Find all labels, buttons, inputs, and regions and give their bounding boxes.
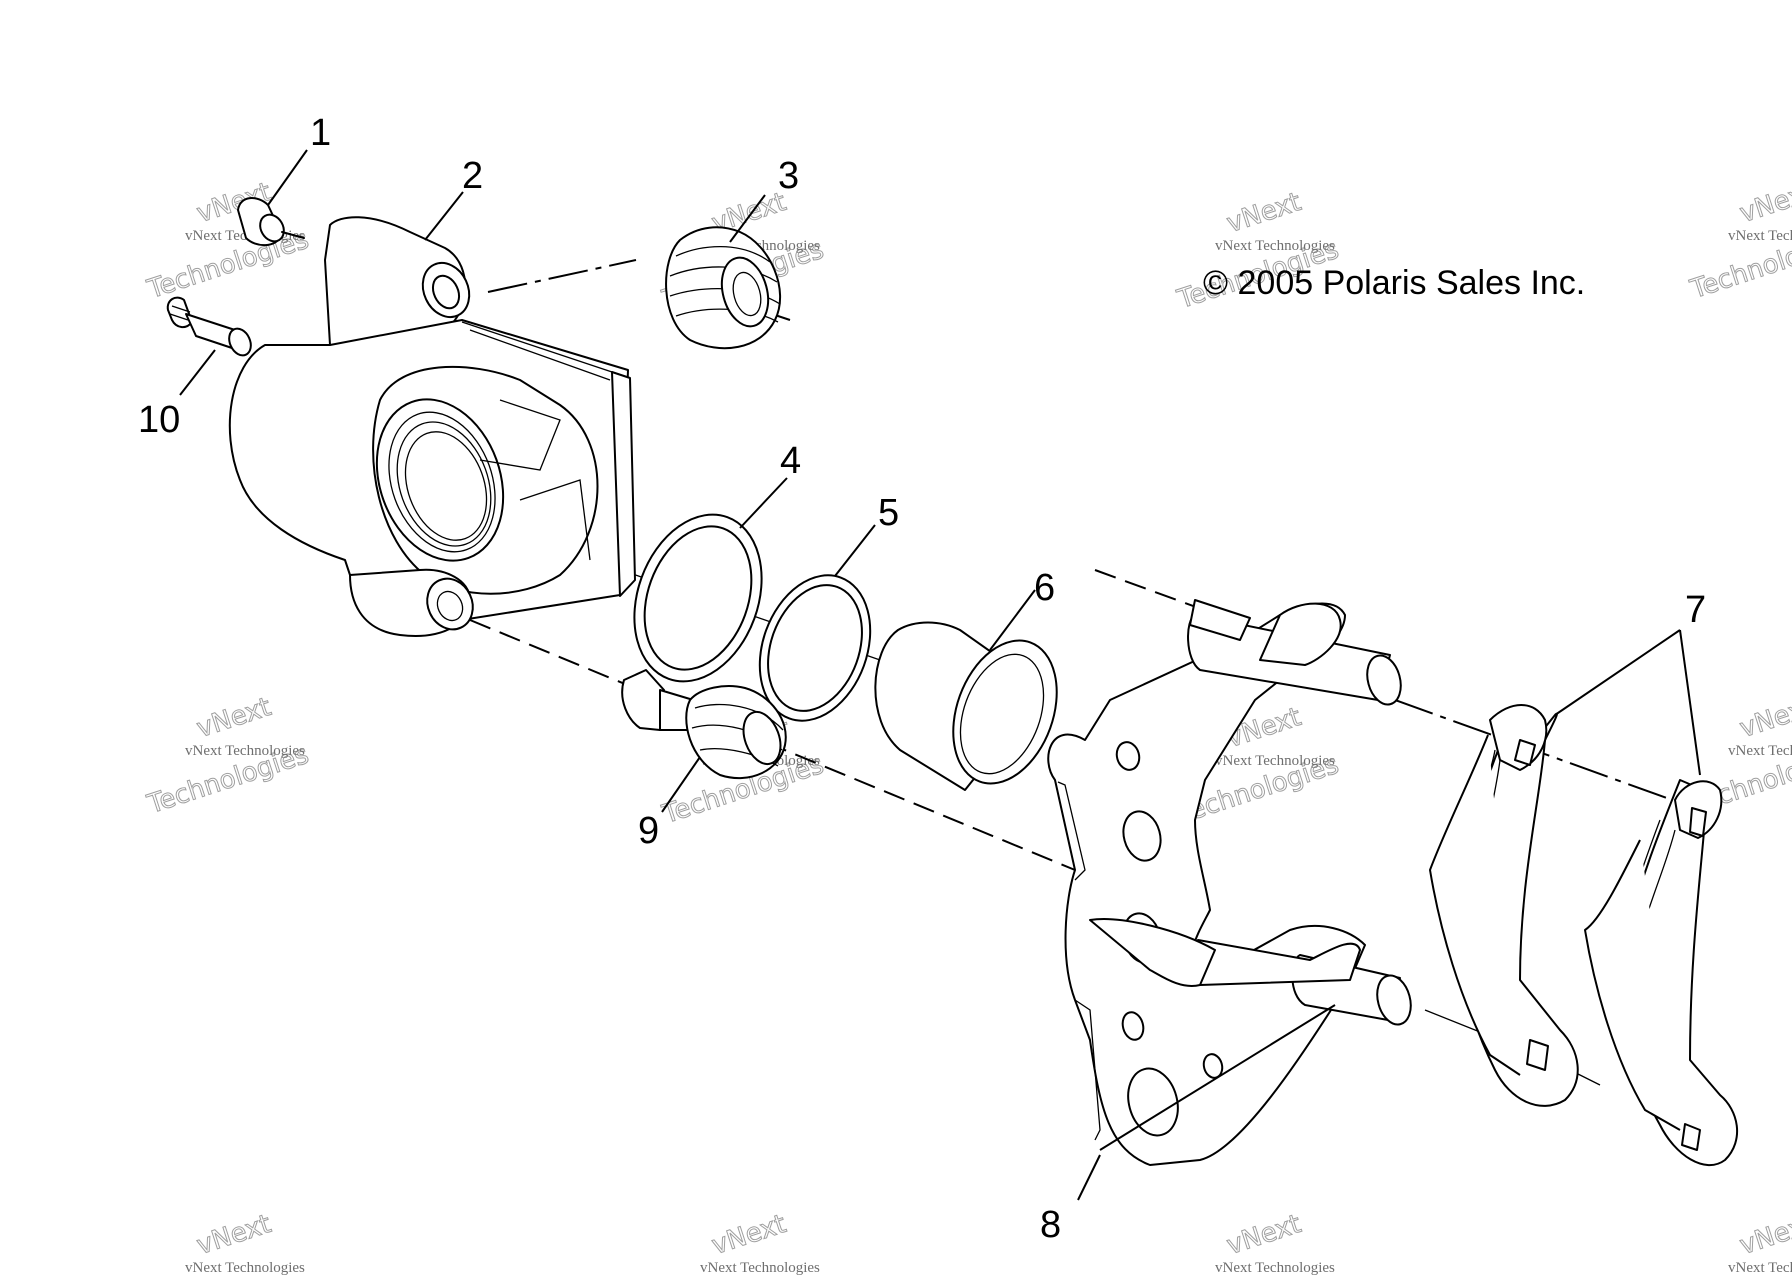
leader-3 [729, 194, 766, 243]
part-caliper-body [228, 216, 636, 637]
watermark: vNext vNext Technologies [1728, 1209, 1792, 1276]
part-mounting-bracket [1047, 599, 1412, 1166]
leader-2 [424, 191, 464, 241]
watermark-vnext: vNext [1736, 692, 1792, 744]
callout-9: 9 [638, 810, 659, 852]
part-dust-seal [758, 574, 872, 722]
leader-5 [834, 524, 876, 577]
watermark-vnext: vNext [193, 692, 275, 744]
watermark-vnext: vNext [193, 1209, 275, 1261]
centerline-pad [1394, 699, 1701, 811]
part-piston [874, 621, 1058, 791]
callout-labels: 1 2 3 4 5 6 7 8 9 10 [138, 112, 1706, 1246]
leader-9 [661, 756, 701, 813]
watermark-vnext: vNext [708, 1209, 790, 1261]
callout-1: 1 [310, 112, 331, 154]
callout-10: 10 [138, 399, 180, 441]
part-brake-pad-inner [1429, 704, 1579, 1107]
callout-8: 8 [1040, 1204, 1061, 1246]
watermark: vNext vNext Technologies [185, 1209, 305, 1276]
watermark-text: vNext Technologies [1728, 1260, 1792, 1276]
watermark-vnext: vNext [1736, 177, 1792, 229]
leader-10 [179, 349, 216, 396]
part-dust-boot [665, 226, 781, 350]
watermark-text: vNext Technologies [700, 1260, 820, 1276]
watermark: vNext vNext Technologies Technologies [143, 692, 313, 821]
callout-5: 5 [878, 492, 899, 534]
watermark-text: vNext Technologies [1215, 238, 1335, 254]
leader-lines [179, 149, 1701, 1201]
watermark: vNext vNext Technologies [700, 1209, 820, 1276]
callout-7: 7 [1685, 589, 1706, 631]
callout-4: 4 [780, 440, 801, 482]
watermark-text: vNext Technologies [185, 1260, 305, 1276]
copyright-notice: © 2005 Polaris Sales Inc. [1203, 264, 1585, 302]
part-brake-pad-outer [1584, 779, 1739, 1166]
part-guide-pin [621, 669, 787, 780]
watermark-text: vNext Technologies [1215, 1260, 1335, 1276]
part-piston-seal [633, 513, 763, 683]
watermark: vNext vNext Technologies Technologies [1686, 177, 1792, 306]
watermark-text: vNext Technologies [1215, 753, 1335, 769]
callout-3: 3 [778, 155, 799, 197]
callout-6: 6 [1034, 567, 1055, 609]
watermark: vNext vNext Technologies Technologies [143, 177, 313, 306]
leader-4 [739, 477, 788, 529]
watermark-text: vNext Technologies [185, 743, 305, 759]
leader-7b [1679, 629, 1701, 776]
leader-7a [1554, 629, 1681, 716]
callout-2: 2 [462, 155, 483, 197]
part-cap [237, 197, 305, 247]
watermark-vnext: vNext [1736, 1209, 1792, 1261]
centerline-upper [487, 259, 637, 293]
watermark-vnext: vNext [1223, 187, 1305, 239]
leader-8b [1099, 1004, 1336, 1151]
watermark-text: vNext Technologies [1728, 743, 1792, 759]
watermark-vnext: vNext [1223, 1209, 1305, 1261]
leader-8a [1077, 1154, 1101, 1201]
watermark: vNext vNext Technologies [1215, 1209, 1335, 1276]
part-bleeder-screw [166, 296, 252, 357]
watermark-text: vNext Technologies [1728, 228, 1792, 244]
leader-6 [989, 589, 1036, 651]
leader-1 [267, 149, 308, 206]
